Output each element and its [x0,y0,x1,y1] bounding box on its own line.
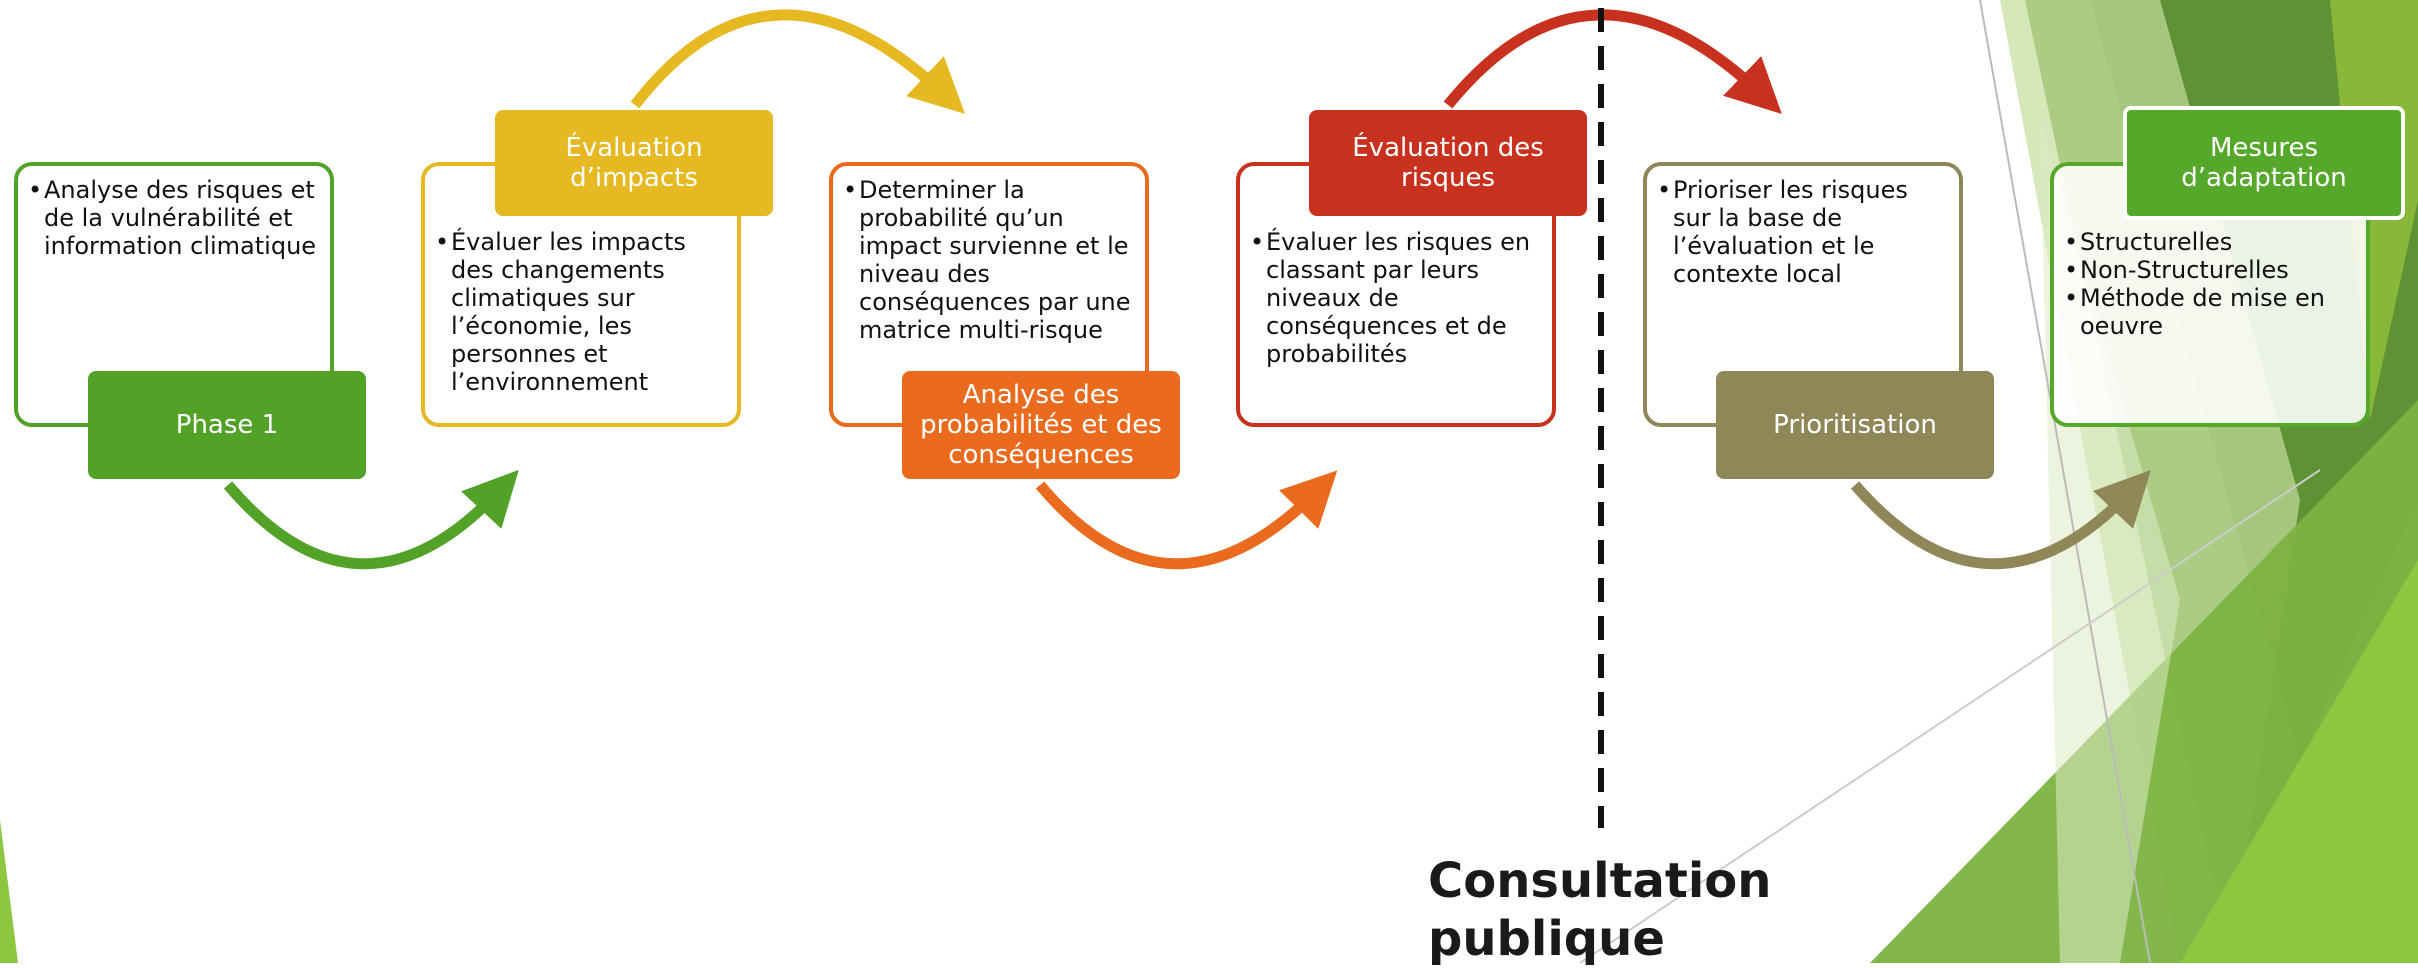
arrow-red [1443,9,1782,115]
arrow-orange [1035,470,1338,570]
step-3-bullets: Determiner la probabilité qu’un impact s… [843,176,1135,344]
bg-line [1579,469,2321,963]
step-2-bullet: Évaluer les impacts des changements clim… [435,228,727,396]
divider-label: Consultation publique [1428,853,1772,967]
arrow-green [223,469,519,570]
step-6-bullet: Méthode de mise en oeuvre [2064,284,2356,340]
step-6-bullet: Non-Structurelles [2064,256,2356,284]
step-5-bullet: Prioriser les risques sur la base de l’é… [1657,176,1949,288]
arrow-yellow [630,9,966,114]
step-5-bullets: Prioriser les risques sur la base de l’é… [1657,176,1949,288]
step-6-tag: Mesures d’adaptation [2123,106,2405,220]
step-1-tag: Phase 1 [88,371,366,479]
step-4-tag: Évaluation des risques [1309,110,1587,216]
step-1-bullet: Analyse des risques et de la vulnérabili… [28,176,320,260]
step-4-bullets: Évaluer les risques en classant par leur… [1250,228,1542,368]
step-5-tag: Prioritisation [1716,371,1994,479]
step-3-bullet: Determiner la probabilité qu’un impact s… [843,176,1135,344]
step-2-tag: Évaluation d’impacts [495,110,773,216]
step-6-bullet: Structurelles [2064,228,2356,256]
bg-line [1979,0,2151,963]
step-2-bullets: Évaluer les impacts des changements clim… [435,228,727,396]
step-1-bullets: Analyse des risques et de la vulnérabili… [28,176,320,260]
step-3-tag: Analyse des probabilités et des conséque… [902,371,1180,479]
step-4-bullet: Évaluer les risques en classant par leur… [1250,228,1542,368]
bg-shape [2180,560,2418,963]
step-6-bullets: Structurelles Non-Structurelles Méthode … [2064,228,2356,340]
arrow-olive [1850,470,2151,570]
bg-shape [0,820,18,963]
